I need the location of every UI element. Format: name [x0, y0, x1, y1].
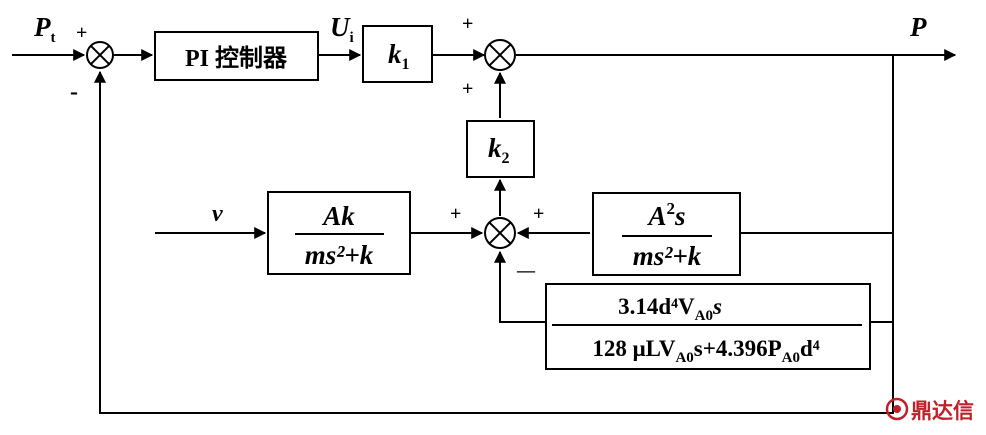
k2-gain-block: k2	[466, 120, 535, 178]
disturbance-signal-label: v	[212, 201, 223, 227]
sum1-plus-sign: +	[76, 22, 87, 44]
summing-junction-3	[484, 217, 516, 249]
pressure-tf-numerator: A2s	[646, 199, 685, 231]
watermark-logo: 鼎达信	[885, 397, 974, 423]
k1-label: k1	[388, 39, 410, 73]
leakage-transfer-block: 3.14d⁴VA0s 128 μLVA0s+4.396PA0d⁴	[545, 283, 871, 370]
watermark-text: 鼎达信	[911, 399, 974, 423]
sum2-plus-sign-top: +	[462, 13, 473, 35]
leakage-tf-denominator: 128 μLVA0s+4.396PA0d⁴	[592, 336, 819, 366]
summing-junction-2	[484, 39, 516, 71]
pi-controller-block: PI 控制器	[154, 31, 319, 81]
pressure-tf-denominator: ms²+k	[633, 241, 702, 271]
output-signal-label: P	[909, 12, 927, 42]
input-signal-label: Pt	[33, 12, 56, 46]
k1-gain-block: k1	[362, 25, 433, 83]
velocity-tf-numerator: Ak	[321, 201, 355, 231]
summing-junction-1	[86, 41, 114, 69]
k2-label: k2	[488, 133, 510, 167]
sum3-plus-sign-left: +	[450, 203, 461, 225]
sum1-minus-sign: -	[70, 79, 78, 105]
leak-to-sum3-line	[494, 250, 546, 323]
sum3-plus-sign-right: +	[533, 203, 544, 225]
leakage-tf-numerator: 3.14d⁴VA0s	[618, 294, 722, 324]
pressure-transfer-block: A2s ms²+k	[592, 192, 741, 276]
sum3-minus-sign: —	[516, 260, 536, 280]
sum2-plus-sign-bottom: +	[462, 78, 473, 100]
pi-controller-label: PI 控制器	[185, 44, 288, 72]
velocity-tf-denominator: ms²+k	[305, 240, 374, 270]
watermark-mark-icon	[885, 397, 909, 421]
velocity-transfer-block: Ak ms²+k	[267, 191, 411, 275]
control-signal-label: Ui	[330, 12, 354, 46]
